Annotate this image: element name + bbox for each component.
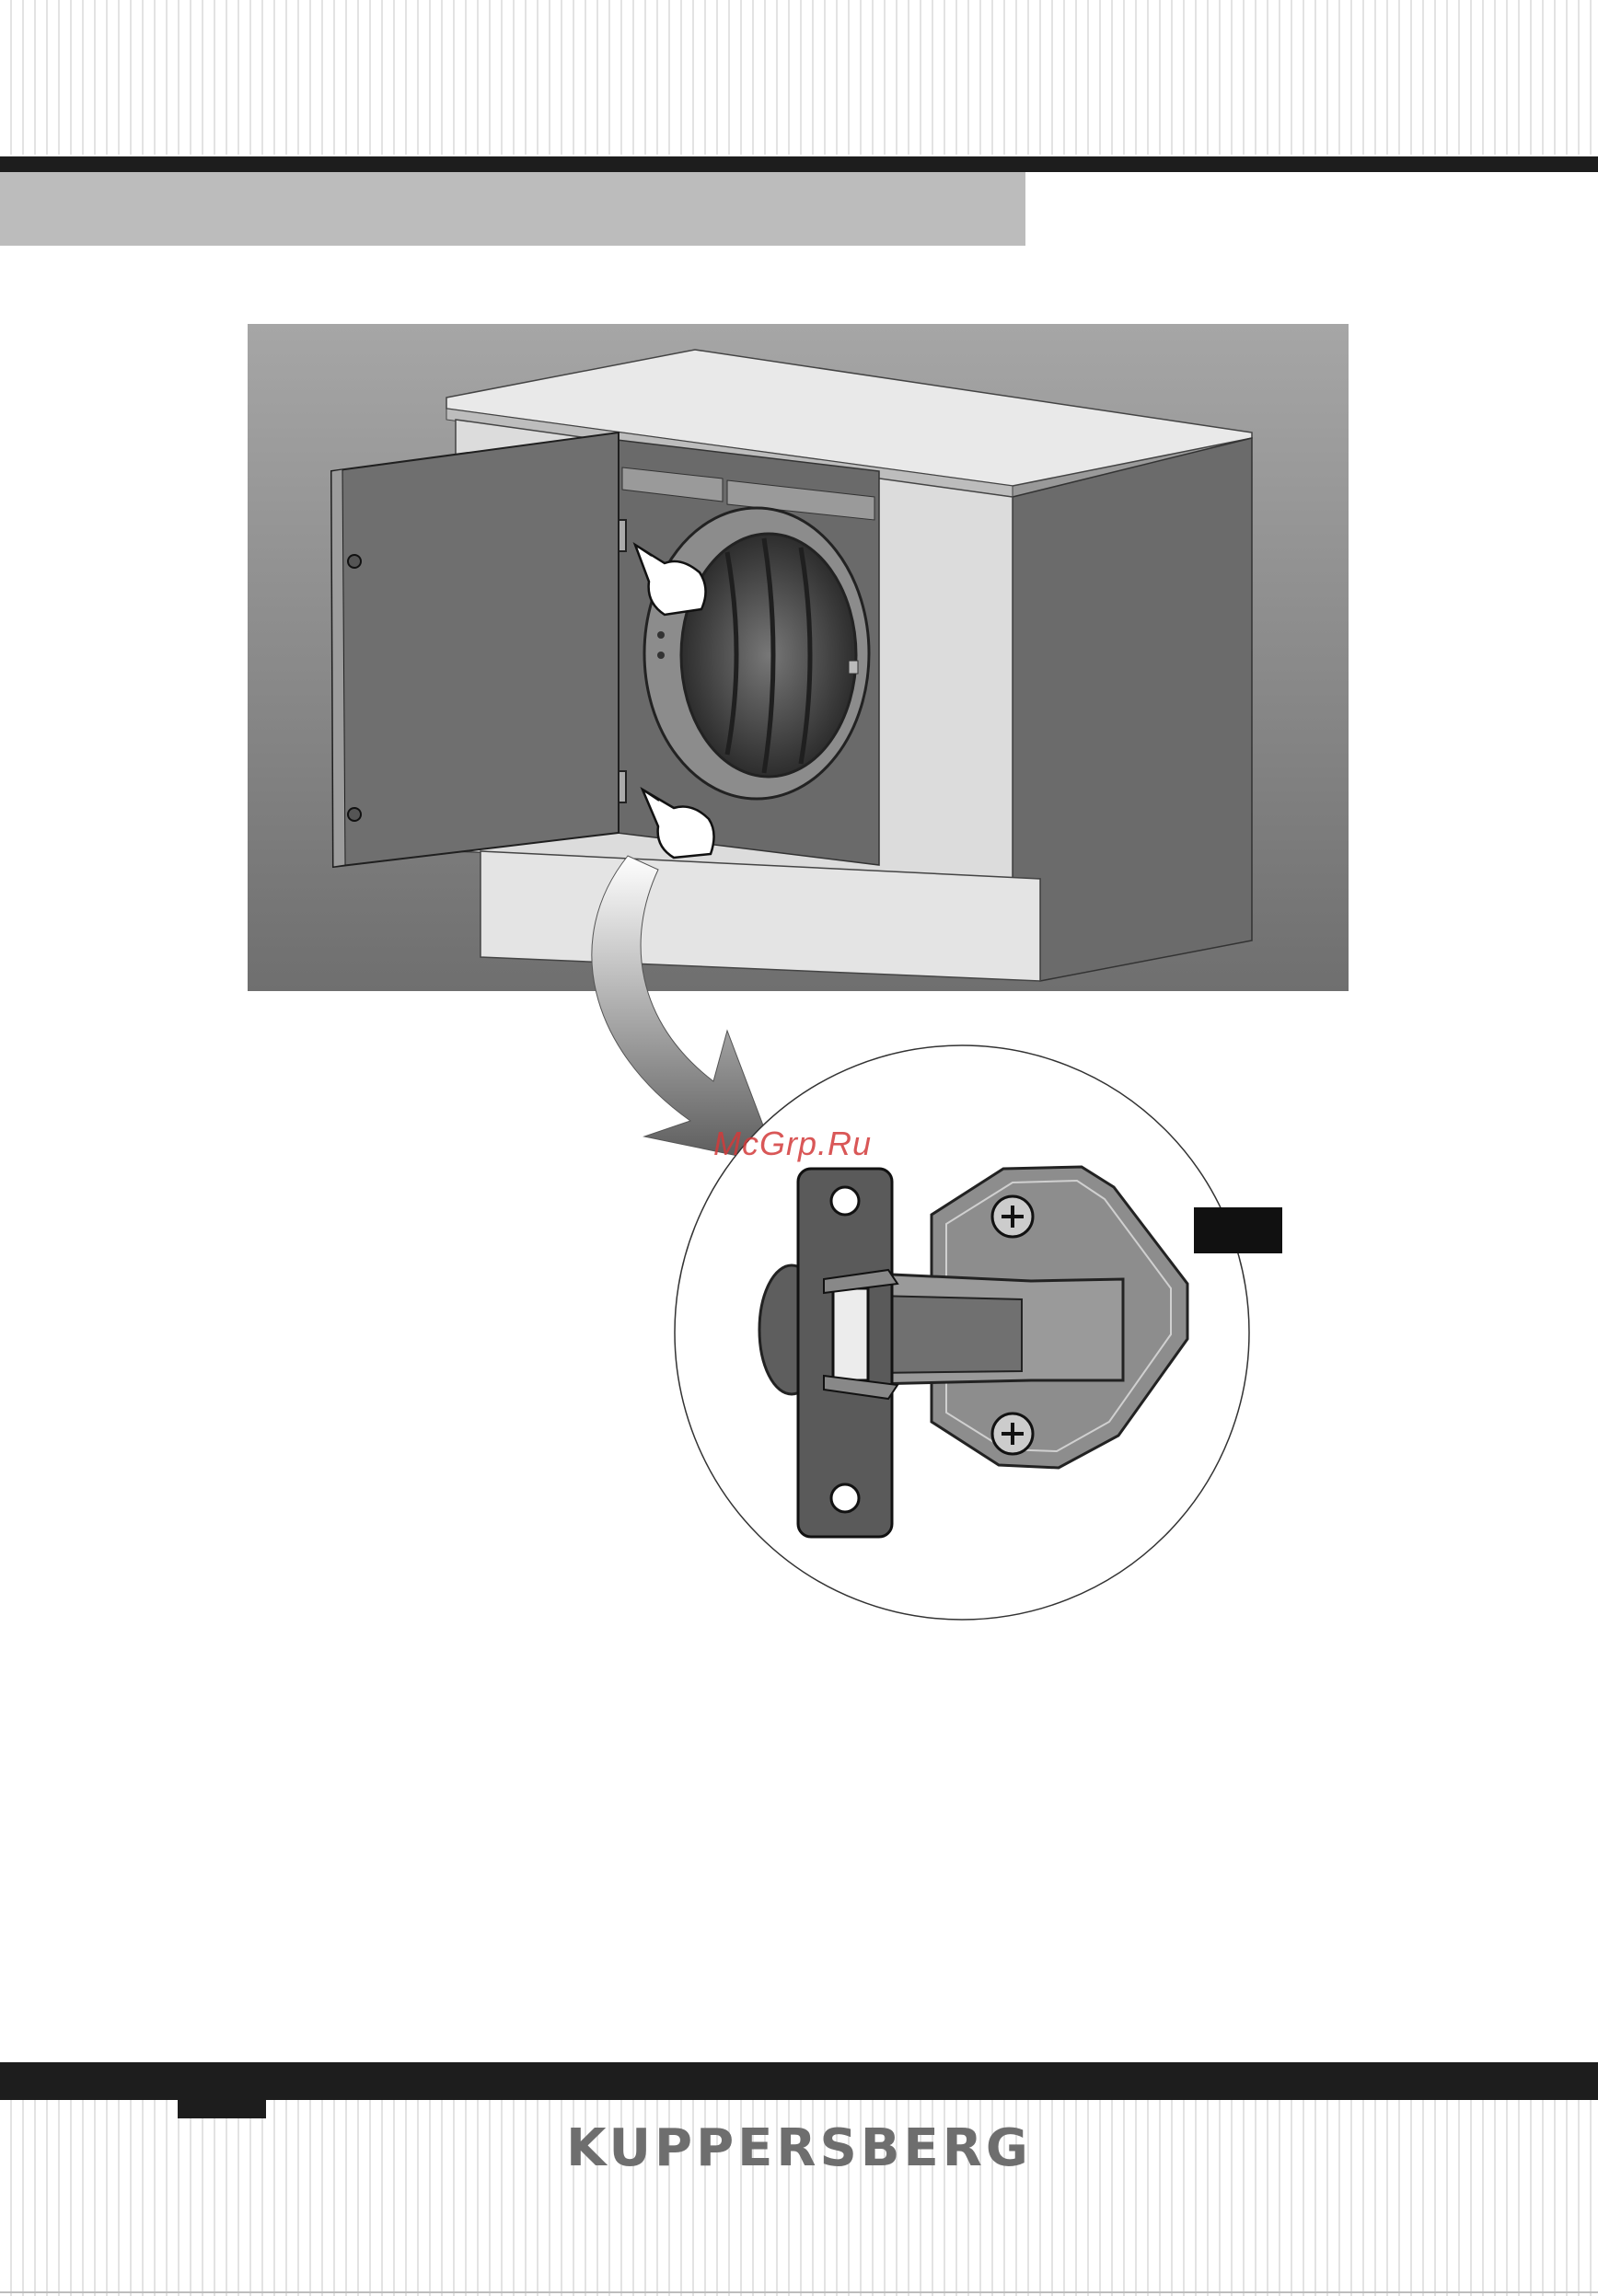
step-label-box	[1194, 1207, 1282, 1253]
open-door-panel	[331, 433, 619, 867]
page-number-tab	[178, 2100, 266, 2118]
plate-screw-bottom	[992, 1413, 1033, 1454]
cabinet-door-open-illustration	[248, 324, 1349, 991]
bottom-dark-bar	[0, 2062, 1598, 2100]
watermark-text: McGrp.Ru	[713, 1125, 872, 1163]
brand-logo-text: KUPPERSBERG	[0, 2118, 1598, 2178]
cabinet-side	[1013, 438, 1252, 981]
plate-screw-top	[992, 1196, 1033, 1237]
bottom-rule	[0, 2291, 1598, 2293]
